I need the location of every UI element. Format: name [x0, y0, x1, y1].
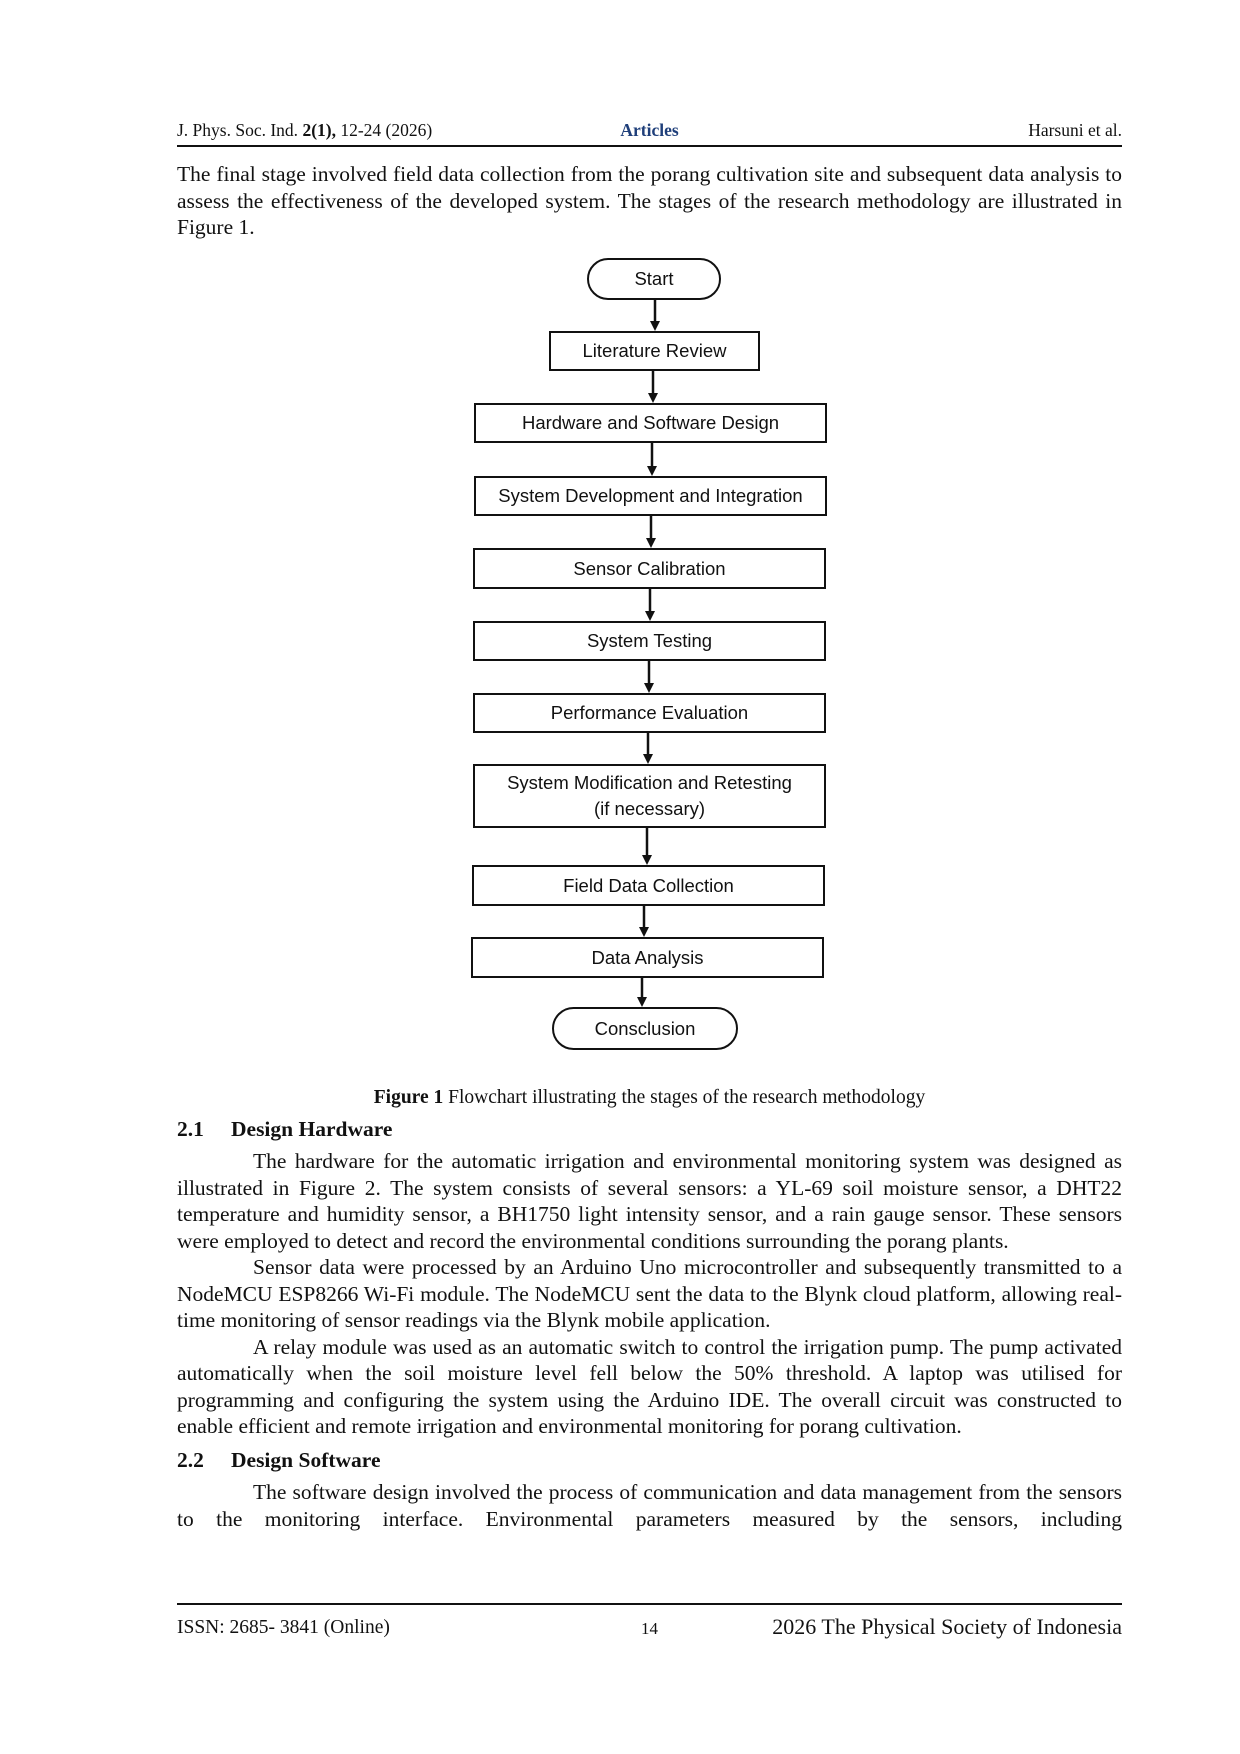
- section-label: Articles: [620, 120, 679, 140]
- section-number: 2.1: [177, 1117, 204, 1141]
- copyright: 2026 The Physical Society of Indonesia: [772, 1614, 1122, 1639]
- flowchart-connectors: [637, 300, 660, 1007]
- flow-step-label: System Development and Integration: [498, 485, 803, 506]
- journal-citation: J. Phys. Soc. Ind. 2(1), 12-24 (2026): [177, 120, 432, 141]
- flow-step-system-development: System Development and Integration: [474, 476, 827, 516]
- flow-step-conclusion: Consclusion: [552, 1007, 738, 1050]
- flow-step-system-testing: System Testing: [473, 621, 826, 661]
- section-number: 2.2: [177, 1448, 204, 1472]
- page-footer: ISSN: 2685- 3841 (Online) 14 2026 The Ph…: [177, 1614, 1122, 1644]
- section-heading-2-2: 2.2 Design Software: [177, 1448, 381, 1473]
- page-number: 14: [641, 1619, 658, 1638]
- section-title: Design Hardware: [231, 1117, 393, 1141]
- running-header: J. Phys. Soc. Ind. 2(1), 12-24 (2026) Ar…: [177, 118, 1122, 146]
- paragraph: A relay module was used as an automatic …: [177, 1334, 1122, 1439]
- figure-caption-text: Flowchart illustrating the stages of the…: [443, 1087, 926, 1108]
- flow-step-label: System Testing: [586, 630, 713, 651]
- intro-paragraph: The final stage involved field data coll…: [177, 161, 1122, 241]
- footer-rule: [177, 1603, 1122, 1605]
- flow-step-label: Hardware and Software Design: [521, 412, 780, 433]
- flow-step-label: Sensor Calibration: [573, 557, 726, 579]
- flow-step-label: System Modification and Retesting (if ne…: [507, 772, 792, 819]
- flow-step-field-data-collection: Field Data Collection: [472, 865, 825, 906]
- flow-step-data-analysis: Data Analysis: [471, 937, 824, 978]
- section-title: Design Software: [231, 1448, 381, 1472]
- section-heading-2-1: 2.1 Design Hardware: [177, 1117, 392, 1142]
- journal-volume: 2(1),: [302, 120, 336, 140]
- intro-text: The final stage involved field data coll…: [177, 162, 1122, 239]
- flow-step-label: Consclusion: [594, 1017, 696, 1039]
- flow-step-label: Performance Evaluation: [550, 702, 749, 723]
- flow-step-performance-evaluation: Performance Evaluation: [473, 693, 826, 733]
- flow-step-sensor-calibration: Sensor Calibration: [473, 548, 826, 589]
- author-label: Harsuni et al.: [1028, 120, 1122, 140]
- flow-step-literature-review: Literature Review: [549, 331, 760, 371]
- flow-step-label: Literature Review: [582, 340, 727, 361]
- journal-prefix: J. Phys. Soc. Ind.: [177, 120, 303, 140]
- journal-pages: 12-24 (2026): [335, 120, 433, 140]
- header-rule: [177, 145, 1122, 147]
- section-2-1-body: The hardware for the automatic irrigatio…: [177, 1148, 1122, 1440]
- flow-step-system-modification: System Modification and Retesting (if ne…: [473, 764, 826, 828]
- paragraph: The hardware for the automatic irrigatio…: [177, 1149, 1122, 1253]
- figure-label: Figure 1: [373, 1087, 444, 1108]
- flow-step-label: Data Analysis: [591, 946, 704, 968]
- flow-step-hardware-software-design: Hardware and Software Design: [474, 403, 827, 443]
- section-2-2-body: The software design involved the process…: [177, 1479, 1122, 1532]
- paragraph: Sensor data were processed by an Arduino…: [177, 1255, 1122, 1332]
- flow-step-start: Start: [587, 258, 721, 300]
- flow-step-label: Field Data Collection: [563, 874, 734, 896]
- issn: ISSN: 2685- 3841 (Online): [177, 1617, 390, 1638]
- paragraph: The software design involved the process…: [177, 1480, 1122, 1531]
- figure-caption: Figure 1 Flowchart illustrating the stag…: [177, 1087, 1122, 1109]
- flow-step-label: Start: [634, 268, 674, 289]
